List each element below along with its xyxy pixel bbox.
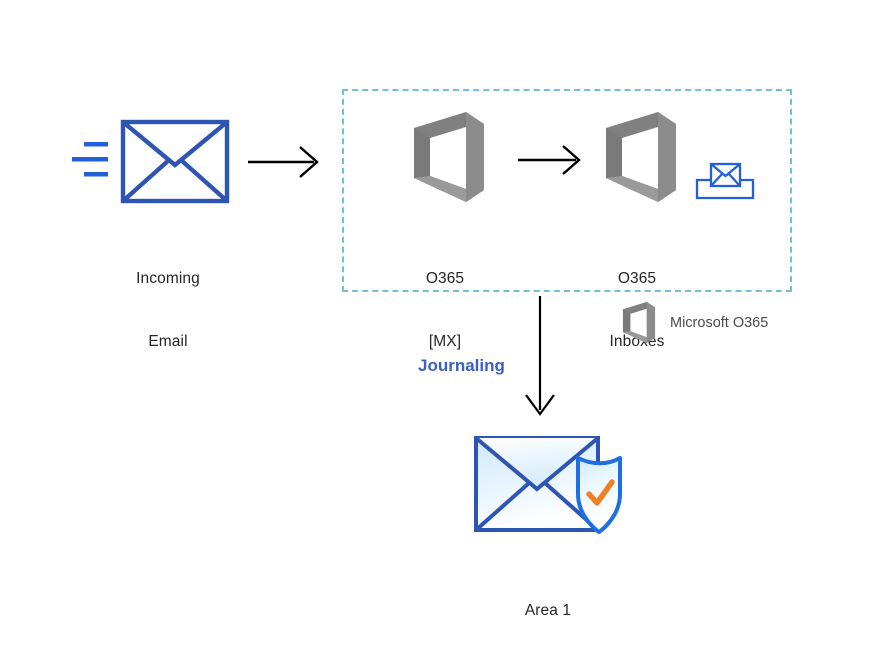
- motion-line-top: [84, 142, 108, 147]
- check-icon: [586, 479, 615, 506]
- arrow-inboxes-to-area1: [518, 296, 562, 420]
- arrow-incoming-to-mx: [248, 142, 324, 182]
- motion-line-middle: [72, 157, 108, 162]
- envelope-with-motion-lines-icon: [72, 119, 230, 204]
- area1-label-line1: Area 1: [524, 602, 572, 619]
- microsoft-o365-boundary-box: [342, 89, 792, 292]
- office-365-cube-icon: [606, 112, 676, 202]
- envelope-glyph: [120, 119, 230, 204]
- o365-mx-label-line2: [MX]: [428, 333, 462, 350]
- o365-mx-node: [406, 110, 492, 206]
- incoming-email-label-line1: Incoming: [136, 270, 200, 287]
- o365-mx-label-line1: O365: [425, 270, 465, 287]
- legend-label: Microsoft O365: [670, 315, 769, 331]
- o365-inboxes-badge: [694, 159, 756, 207]
- legend-o365-icon-wrap: [619, 301, 659, 345]
- arrow-mx-to-inboxes: [518, 140, 586, 180]
- arrow-right-icon: [518, 145, 581, 175]
- area1-label: Area 1 email security: [463, 558, 633, 653]
- office-365-cube-icon: [622, 301, 656, 344]
- arrow-right-icon: [248, 146, 319, 178]
- area1-node: [468, 432, 638, 550]
- arrow-down-icon: [525, 296, 555, 416]
- shield-check-badge: [576, 456, 622, 534]
- envelope-with-shield-check-icon: [474, 436, 622, 534]
- o365-mx-label: O365 [MX]: [375, 226, 515, 394]
- motion-line-bottom: [84, 172, 108, 177]
- incoming-email-label: Incoming Email: [98, 226, 238, 394]
- inbox-tray-envelope-icon: [695, 162, 755, 200]
- office-365-cube-icon: [414, 112, 484, 202]
- incoming-email-node: [70, 115, 230, 215]
- o365-inboxes-label-line1: O365: [617, 270, 657, 287]
- journaling-edge-label: Journaling: [418, 356, 505, 375]
- incoming-email-label-line2: Email: [148, 333, 188, 350]
- o365-inboxes-node: [598, 110, 684, 206]
